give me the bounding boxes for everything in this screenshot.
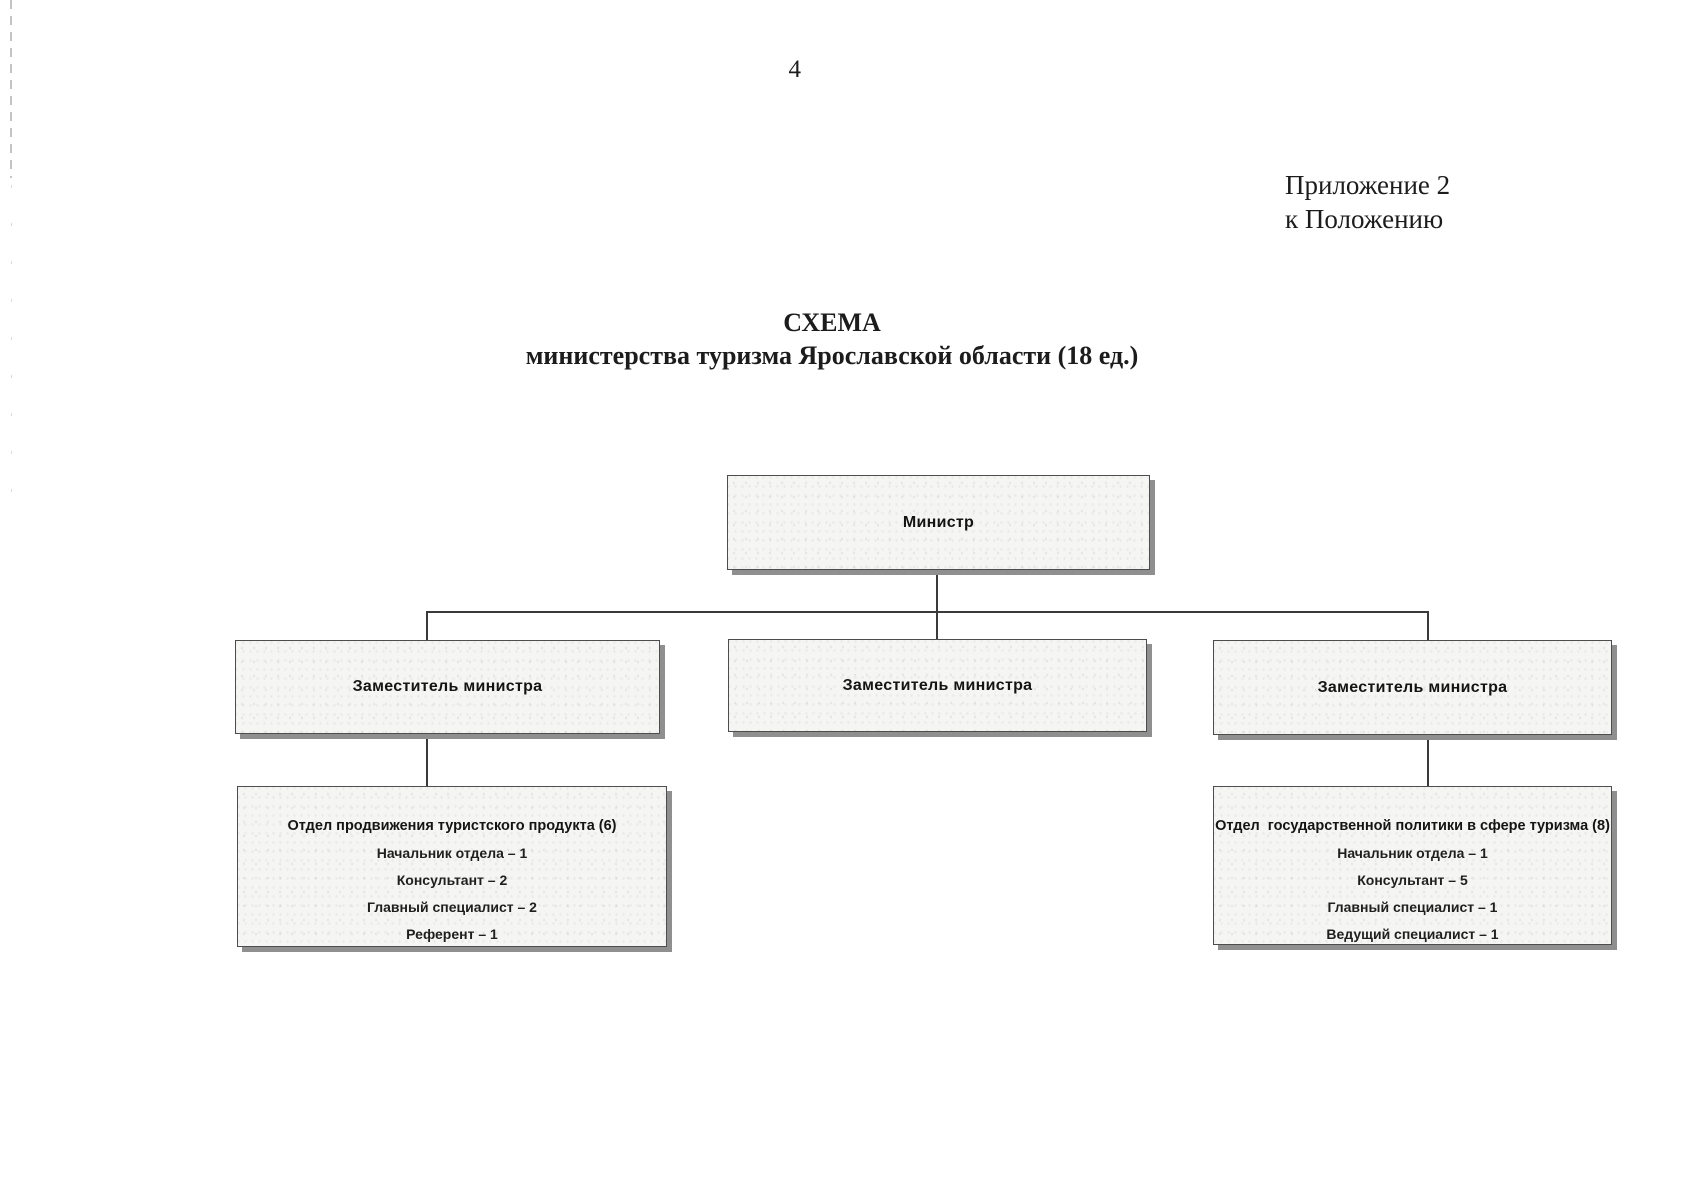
scan-artifact-dots — [11, 185, 12, 515]
department-2-staff-3: Главный специалист – 1 — [1327, 899, 1498, 915]
department-2-staff-1: Начальник отдела – 1 — [1337, 845, 1488, 861]
connector-minister-down — [936, 570, 938, 613]
annex-line-2: к Положению — [1285, 204, 1444, 234]
department-box-2: Отдел государственной политики в сфере т… — [1213, 786, 1612, 945]
department-1-staff-2: Консультант – 2 — [396, 872, 508, 888]
deputy-label-3: Заместитель министра — [1317, 678, 1508, 696]
deputy-box-3: Заместитель министра — [1213, 640, 1612, 735]
connector-drop-left — [426, 611, 428, 641]
deputy-label-1: Заместитель министра — [352, 678, 543, 695]
department-2-staff-4: Ведущий специалист – 1 — [1326, 926, 1499, 942]
minister-box: Министр — [727, 475, 1150, 570]
deputy-label-2: Заместитель министра — [842, 676, 1033, 694]
connector-drop-middle — [936, 611, 938, 639]
document-title: СХЕМА министерства туризма Ярославской о… — [0, 306, 1664, 372]
document-title-line-2: министерства туризма Ярославской области… — [525, 341, 1139, 370]
page-number: 4 — [788, 56, 802, 83]
annex-line-1: Приложение 2 — [1285, 170, 1451, 200]
department-2-title: Отдел государственной политики в сфере т… — [1215, 818, 1610, 834]
scan-artifact-line — [10, 0, 12, 178]
connector-deputy1-dept1 — [426, 734, 428, 786]
department-2-staff-2: Консультант – 5 — [1357, 872, 1468, 888]
connector-horizontal — [426, 611, 1429, 613]
connector-drop-right — [1427, 611, 1429, 641]
department-box-1: Отдел продвижения туристского продукта (… — [237, 786, 667, 947]
connector-deputy3-dept2 — [1427, 735, 1429, 786]
deputy-box-2: Заместитель министра — [728, 639, 1147, 732]
document-title-line-1: СХЕМА — [783, 308, 881, 337]
department-1-staff-3: Главный специалист – 2 — [367, 899, 537, 915]
annex-reference: Приложение 2 к Положению — [1285, 168, 1450, 236]
department-1-title: Отдел продвижения туристского продукта (… — [287, 818, 617, 834]
minister-label: Министр — [902, 513, 975, 531]
deputy-box-1: Заместитель министра — [235, 640, 660, 734]
department-1-staff-1: Начальник отдела – 1 — [376, 845, 528, 861]
department-1-staff-4: Референт – 1 — [406, 926, 498, 942]
